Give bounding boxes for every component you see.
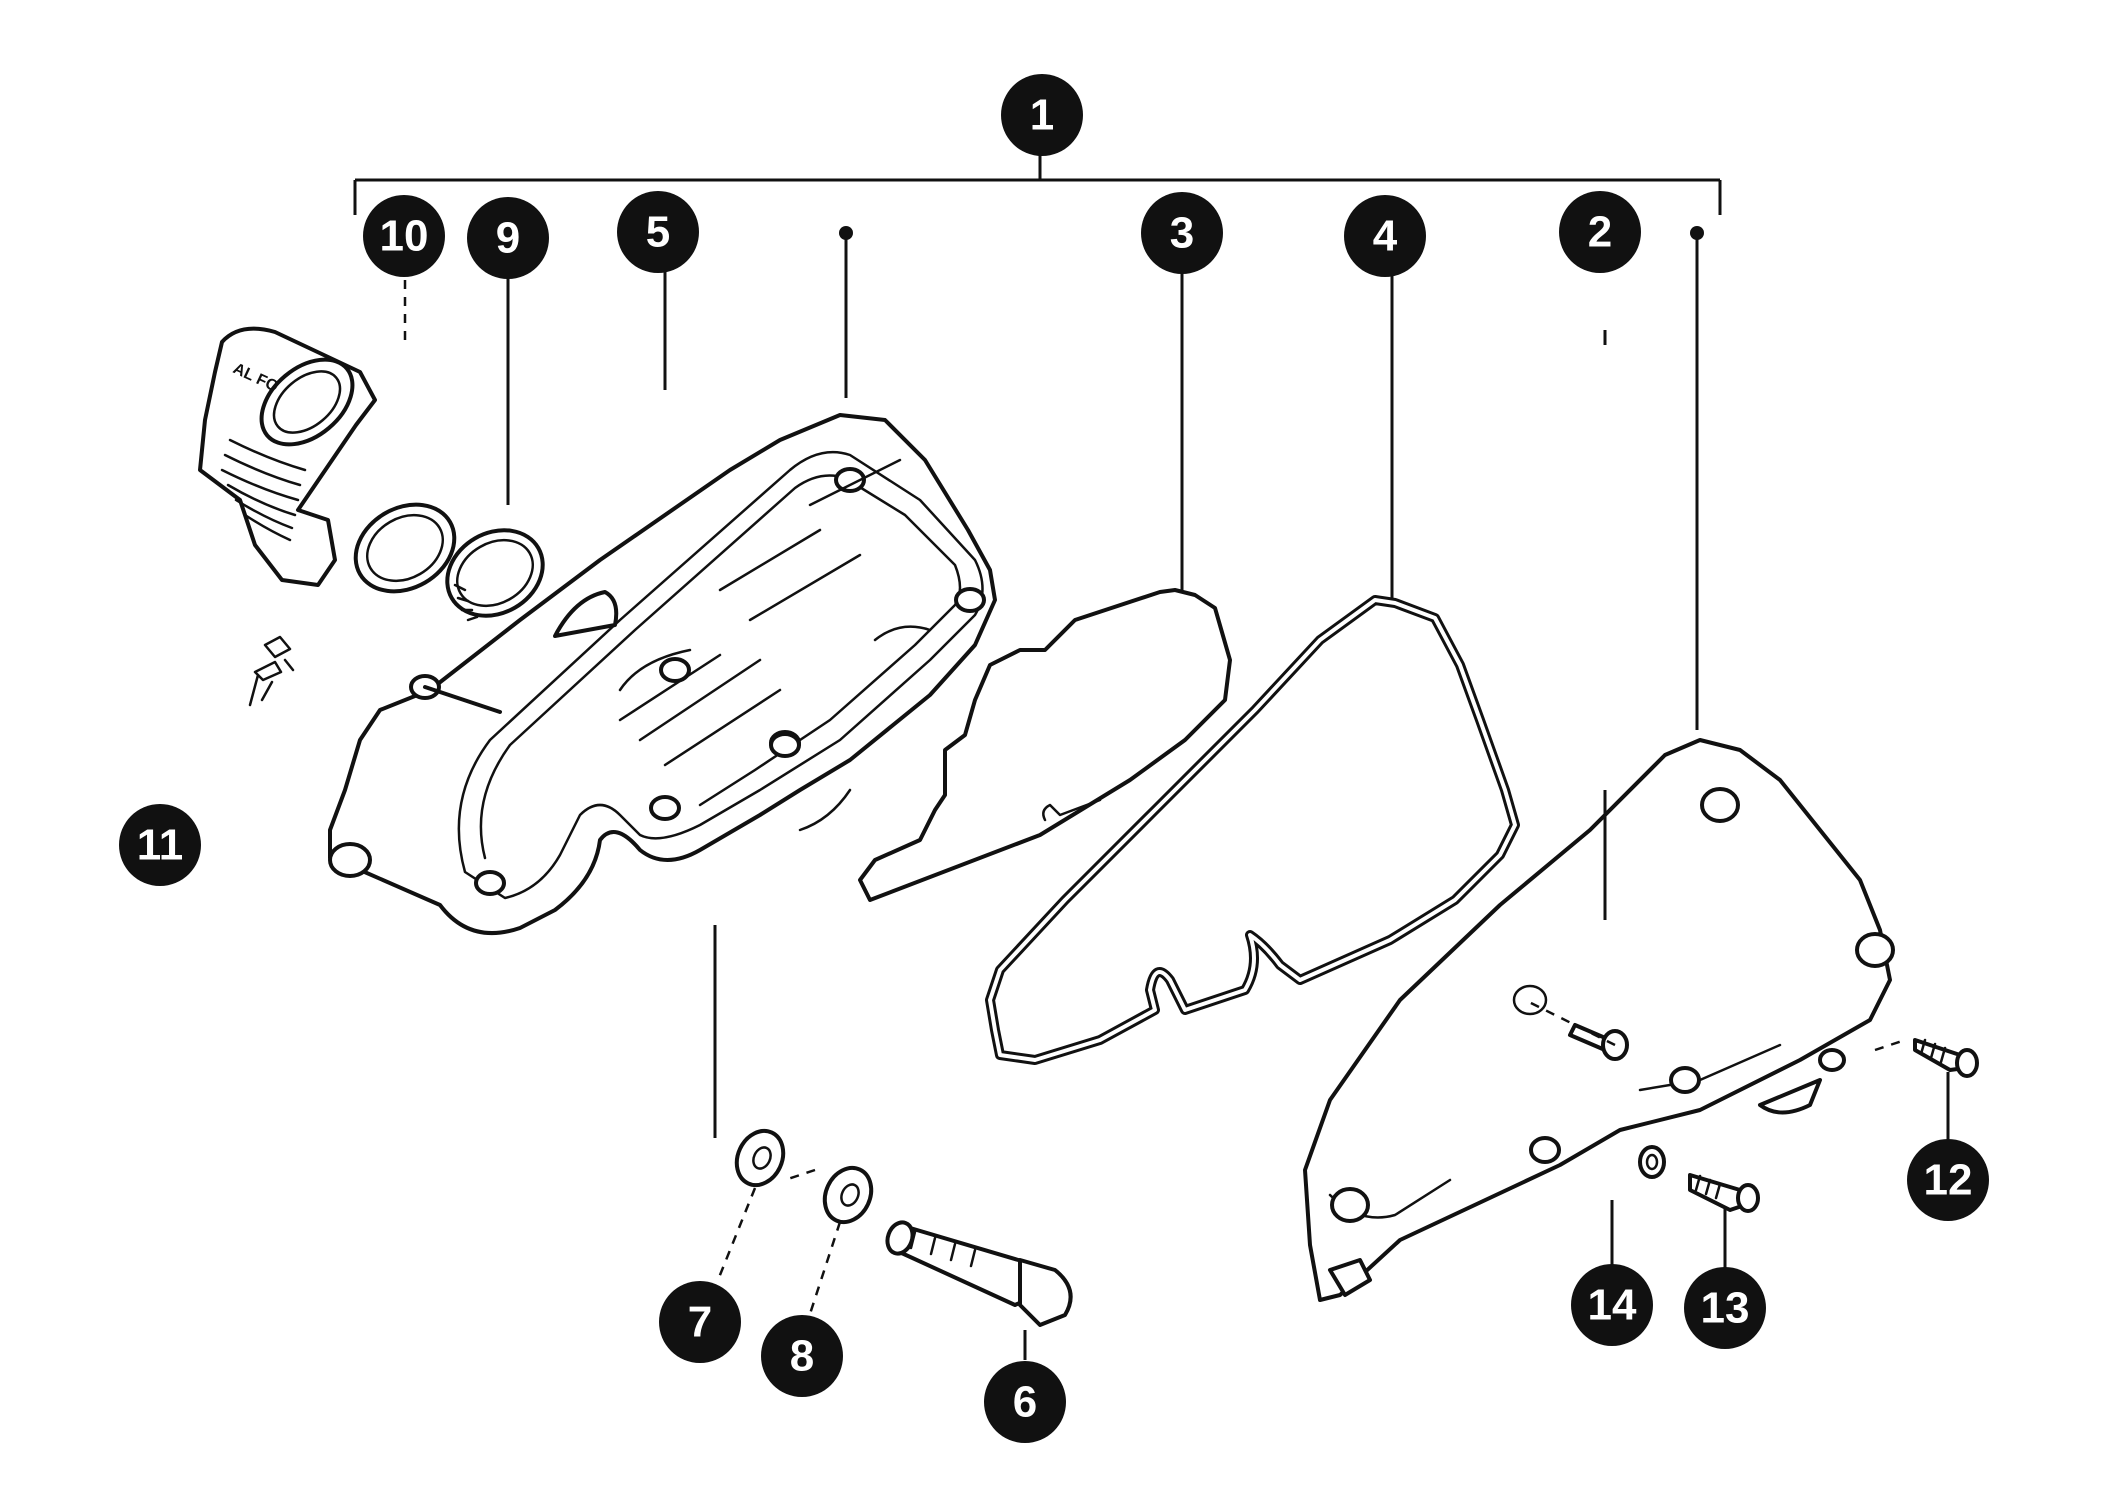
callout-3-label: 3 xyxy=(1170,209,1194,258)
callout-10: 10 xyxy=(363,195,445,277)
callout-8: 8 xyxy=(761,1315,843,1397)
hose-clamp xyxy=(445,528,545,622)
callout-9-label: 9 xyxy=(496,214,520,263)
callout-1-label: 1 xyxy=(1030,91,1054,140)
filter-element xyxy=(858,588,1232,902)
callout-7-label: 7 xyxy=(688,1298,712,1347)
callout-14-label: 14 xyxy=(1588,1281,1637,1330)
intake-duct: AL FO xyxy=(198,326,457,594)
leader-lines xyxy=(403,226,1950,1360)
callout-2: 2 xyxy=(1559,191,1641,273)
bolt-6 xyxy=(885,1220,1073,1327)
seal-gasket xyxy=(985,595,1520,1065)
screw-13 xyxy=(1688,1173,1760,1213)
screw-12 xyxy=(1913,1038,1979,1078)
cover-screw xyxy=(1512,984,1629,1061)
callout-10-label: 10 xyxy=(380,212,429,261)
callout-5-label: 5 xyxy=(646,208,670,257)
callout-12-label: 12 xyxy=(1924,1156,1973,1205)
retaining-clip xyxy=(248,635,295,707)
callout-8-label: 8 xyxy=(790,1332,814,1381)
callout-6-label: 6 xyxy=(1013,1378,1037,1427)
callout-11-label: 11 xyxy=(137,821,184,870)
callout-13: 13 xyxy=(1684,1267,1766,1349)
callout-9: 9 xyxy=(467,197,549,279)
washer-7 xyxy=(734,1128,786,1188)
air-box-cover xyxy=(1303,738,1895,1302)
callout-3: 3 xyxy=(1141,192,1223,274)
callout-12: 12 xyxy=(1907,1139,1989,1221)
callout-6: 6 xyxy=(984,1361,1066,1443)
callout-1: 1 xyxy=(1001,74,1083,156)
callout-4: 4 xyxy=(1344,195,1426,277)
air-box-housing xyxy=(328,413,997,936)
callout-4-label: 4 xyxy=(1373,212,1398,261)
callout-13-label: 13 xyxy=(1701,1284,1750,1333)
callout-11: 11 xyxy=(119,804,201,886)
callout-2-label: 2 xyxy=(1588,208,1612,257)
washer-14 xyxy=(1638,1145,1666,1179)
callout-7: 7 xyxy=(659,1281,741,1363)
callout-5: 5 xyxy=(617,191,699,273)
washer-8 xyxy=(822,1165,874,1225)
callout-14: 14 xyxy=(1571,1264,1653,1346)
